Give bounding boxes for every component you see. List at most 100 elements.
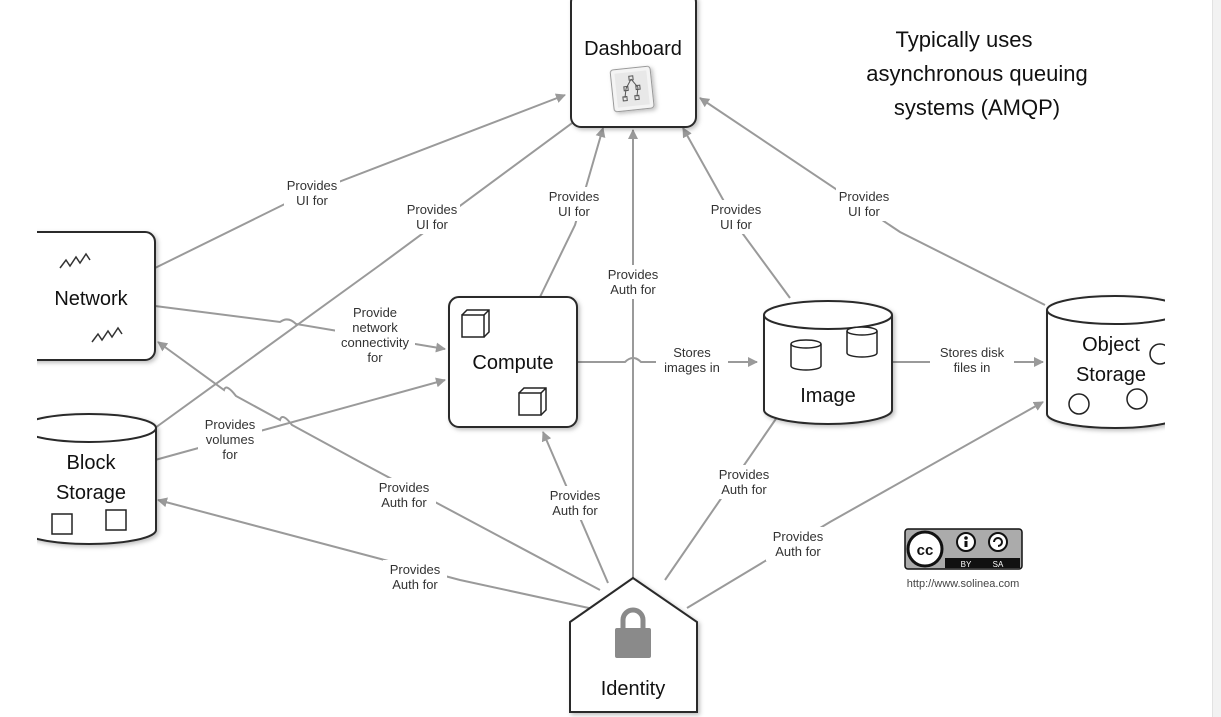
edge-label-line: UI for <box>558 204 590 219</box>
edge-label-line: files in <box>954 360 991 375</box>
block-icon <box>105 509 127 531</box>
node-label-block-storage: Block <box>67 452 117 474</box>
edge-label-image-auth: Provides Auth for <box>712 465 776 499</box>
edge-label-line: Provides <box>550 488 601 503</box>
cube-icon <box>518 387 547 416</box>
edge-identity-to-block <box>157 497 599 611</box>
edge-label-stores-disk: Stores disk files in <box>930 343 1014 377</box>
edge-label-line: Provides <box>711 202 762 217</box>
cc-icon <box>906 530 944 568</box>
edge-label-line: Auth for <box>552 503 598 518</box>
edge-compute-to-image <box>577 357 758 367</box>
edge-label-block-auth: Provides Auth for <box>383 560 447 594</box>
edge-label-line: Provides <box>287 178 338 193</box>
edge-compute-to-dashboard <box>539 127 606 298</box>
edge-label-network-ui: Provides UI for <box>284 176 340 210</box>
node-object-storage: Object Storage <box>1046 295 1184 429</box>
disk-icon <box>1068 393 1090 415</box>
edge-label-line: Provides <box>407 202 458 217</box>
edge-label-line: Provides <box>549 189 600 204</box>
node-label-block-storage: Storage <box>56 482 126 504</box>
sa-icon <box>988 532 1008 552</box>
cc-license-badge: cc BY SA http://www.solinea.com <box>904 528 1023 590</box>
edge-label-line: Auth for <box>721 482 767 497</box>
edge-label-line: for <box>367 350 383 365</box>
scrollbar[interactable] <box>1212 0 1221 717</box>
note-line: Typically uses <box>896 27 1033 52</box>
block-icon <box>51 513 73 535</box>
edge-label-line: images in <box>664 360 720 375</box>
cube-icon <box>461 309 490 338</box>
node-label-image: Image <box>800 385 856 407</box>
left-crop-mask <box>0 0 37 717</box>
edge-identity-to-object <box>686 401 1044 609</box>
edge-label-stores-images: Stores images in <box>656 343 728 377</box>
right-crop-mask <box>1165 0 1212 717</box>
edge-label-line: Auth for <box>392 577 438 592</box>
sa-text: SA <box>993 560 1004 569</box>
edge-label-block-volumes: Provides volumes for <box>198 415 262 465</box>
note-line: asynchronous queuing <box>866 61 1087 86</box>
edge-label-line: Provides <box>719 467 770 482</box>
node-label-dashboard: Dashboard <box>584 38 682 60</box>
edge-label-compute-ui: Provides UI for <box>546 187 602 221</box>
small-cylinder-icon <box>846 326 878 358</box>
edge-object-to-dashboard <box>699 97 1046 306</box>
node-network: Network <box>9 231 156 361</box>
node-label-object-storage: Object <box>1082 334 1140 356</box>
zigzag-icon <box>59 252 91 269</box>
zigzag-icon <box>91 326 123 343</box>
edge-network-to-dashboard <box>154 93 566 269</box>
disk-icon <box>1126 388 1148 410</box>
lock-icon <box>615 607 651 658</box>
edge-labels: Provides UI for Provides UI for Provides… <box>198 176 1014 594</box>
edge-label-image-ui: Provides UI for <box>708 200 764 234</box>
node-dashboard: Dashboard <box>570 0 697 128</box>
edge-label-line: Provides <box>205 417 256 432</box>
edge-label-line: UI for <box>848 204 880 219</box>
edge-network-to-compute <box>154 305 446 353</box>
edge-label-line: Provides <box>773 529 824 544</box>
edge-label-line: Provides <box>839 189 890 204</box>
edge-label-line: UI for <box>296 193 328 208</box>
edge-label-identity-dashboard: Provides Auth for <box>603 265 663 299</box>
edge-label-line: network <box>352 320 398 335</box>
edge-label-line: Provide <box>353 305 397 320</box>
node-identity: Identity <box>569 576 698 713</box>
edge-label-line: connectivity <box>341 335 409 350</box>
node-block-storage: Block Storage <box>21 413 157 545</box>
edge-label-line: Auth for <box>610 282 656 297</box>
by-text: BY <box>961 560 972 569</box>
edge-identity-to-network <box>157 341 601 591</box>
node-label-network: Network <box>54 288 128 310</box>
edge-label-network-connectivity: Provide network connectivity for <box>335 303 415 369</box>
edge-label-compute-auth: Provides Auth for <box>543 486 607 520</box>
node-image: Image <box>763 300 893 425</box>
note-line: systems (AMQP) <box>894 95 1060 120</box>
edge-label-line: UI for <box>720 217 752 232</box>
dashboard-icon <box>609 65 655 113</box>
license-url: http://www.solinea.com <box>907 578 1020 590</box>
edge-label-line: UI for <box>416 217 448 232</box>
edge-label-line: Stores <box>673 345 711 360</box>
edge-label-line: Provides <box>379 480 430 495</box>
edge-block-to-dashboard <box>154 114 584 429</box>
edge-label-line: Provides <box>608 267 659 282</box>
edge-label-object-auth: Provides Auth for <box>766 527 830 561</box>
small-cylinder-icon <box>790 339 822 371</box>
edge-label-line: volumes <box>206 432 255 447</box>
edge-label-network-auth: Provides Auth for <box>372 478 436 512</box>
edge-label-object-ui: Provides UI for <box>836 187 892 221</box>
edge-label-block-ui: Provides UI for <box>404 200 460 234</box>
amqp-note: Typically uses asynchronous queuing syst… <box>866 27 1087 120</box>
edge-label-line: Stores disk <box>940 345 1005 360</box>
node-label-identity: Identity <box>601 678 665 700</box>
node-label-object-storage: Storage <box>1076 364 1146 386</box>
edge-label-line: Auth for <box>775 544 821 559</box>
node-compute: Compute <box>448 296 578 428</box>
edge-label-line: for <box>222 447 238 462</box>
edge-label-line: Provides <box>390 562 441 577</box>
edge-label-line: Auth for <box>381 495 427 510</box>
node-label-compute: Compute <box>472 352 553 374</box>
